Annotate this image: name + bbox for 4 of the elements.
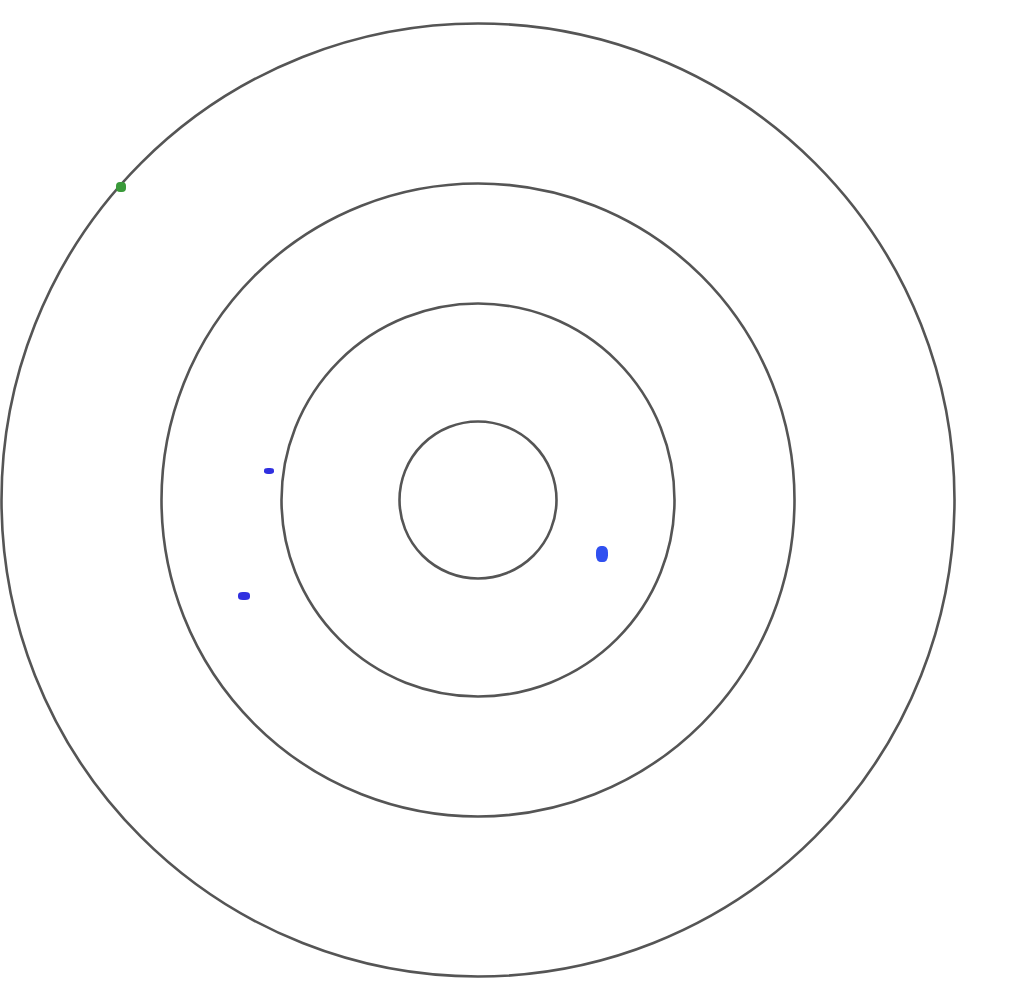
ring-circle [280, 302, 676, 698]
ring-circle [398, 420, 558, 580]
ring-circle [0, 22, 956, 978]
ring-circle [160, 182, 796, 818]
